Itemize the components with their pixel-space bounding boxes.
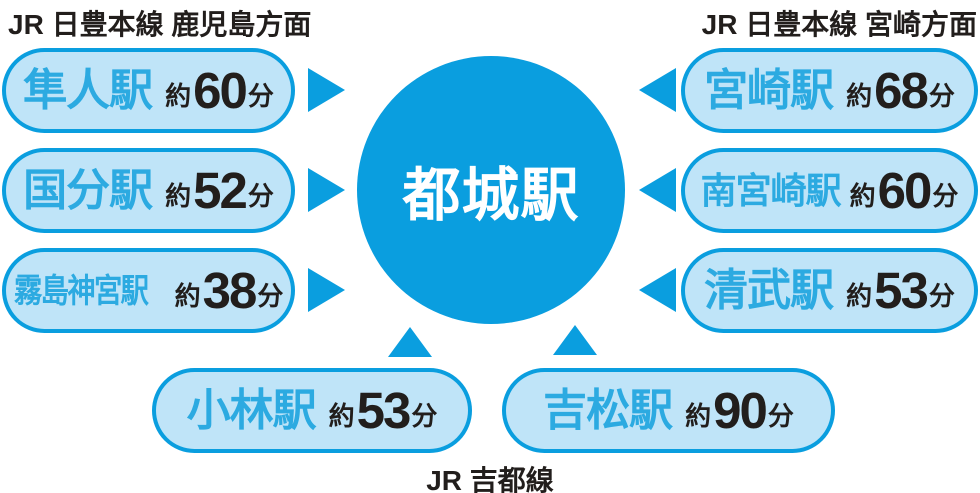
minutes-unit: 分	[411, 401, 438, 431]
station-name: 南宮崎駅	[700, 169, 842, 211]
travel-time: 約 52 分	[165, 165, 274, 216]
travel-time: 約 38 分	[175, 265, 284, 316]
center-station-circle: 都城駅	[357, 56, 625, 324]
approx-prefix: 約	[328, 401, 355, 431]
arrow-right-icon	[308, 68, 345, 112]
travel-time: 約 53 分	[846, 265, 955, 316]
approx-prefix: 約	[165, 81, 192, 111]
travel-time: 約 60 分	[165, 65, 274, 116]
travel-minutes: 68	[874, 62, 929, 119]
station-name: 霧島神宮駅	[13, 272, 149, 309]
approx-prefix: 約	[849, 181, 876, 211]
line-label-kitto: JR 吉都線	[426, 465, 554, 493]
arrow-left-icon	[639, 68, 676, 112]
minutes-unit: 分	[928, 81, 955, 111]
minutes-unit: 分	[928, 281, 955, 311]
station-name: 国分駅	[23, 165, 153, 215]
minutes-unit: 分	[247, 81, 274, 111]
station-pill-kirishimajingu: 霧島神宮駅 約 38 分	[2, 248, 295, 333]
travel-minutes: 53	[874, 262, 929, 319]
station-pill-miyazaki: 宮崎駅 約 68 分	[681, 48, 978, 133]
arrow-up-icon	[388, 327, 432, 357]
arrow-right-icon	[308, 168, 345, 212]
station-pill-hayato: 隼人駅 約 60 分	[2, 48, 295, 133]
station-pill-kiyotake: 清武駅 約 53 分	[681, 248, 978, 333]
arrow-right-icon	[308, 268, 345, 312]
travel-time: 約 53 分	[329, 385, 438, 436]
station-pill-yoshimatsu: 吉松駅 約 90 分	[502, 368, 835, 453]
arrow-up-icon	[553, 325, 597, 355]
center-station-name: 都城駅	[402, 163, 580, 228]
travel-minutes: 52	[193, 162, 248, 219]
station-name: 吉松駅	[543, 385, 673, 435]
minutes-unit: 分	[257, 281, 284, 311]
station-name: 小林駅	[186, 385, 317, 435]
station-pill-minamimiyazaki: 南宮崎駅 約 60 分	[681, 148, 978, 233]
station-name: 宮崎駅	[704, 65, 834, 115]
minutes-unit: 分	[932, 181, 959, 211]
travel-minutes: 90	[713, 382, 768, 439]
approx-prefix: 約	[846, 81, 873, 111]
travel-time: 約 90 分	[685, 385, 794, 436]
station-pill-kokubu: 国分駅 約 52 分	[2, 148, 295, 233]
travel-time: 約 60 分	[850, 165, 959, 216]
line-label-nippo-miyazaki: JR 日豊本線 宮崎方面	[701, 9, 977, 40]
station-pill-kobayashi: 小林駅 約 53 分	[152, 368, 472, 453]
minutes-unit: 分	[767, 401, 794, 431]
travel-minutes: 60	[877, 162, 933, 219]
minutes-unit: 分	[247, 181, 274, 211]
approx-prefix: 約	[165, 181, 192, 211]
station-name: 清武駅	[704, 265, 834, 315]
travel-minutes: 38	[202, 262, 258, 319]
travel-time: 約 68 分	[846, 65, 955, 116]
travel-minutes: 53	[356, 382, 412, 439]
station-name: 隼人駅	[23, 65, 153, 115]
arrow-left-icon	[639, 268, 676, 312]
arrow-left-icon	[639, 168, 676, 212]
line-label-nippo-kagoshima: JR 日豊本線 鹿児島方面	[8, 9, 312, 40]
approx-prefix: 約	[685, 401, 712, 431]
approx-prefix: 約	[846, 281, 873, 311]
approx-prefix: 約	[174, 281, 201, 311]
travel-minutes: 60	[193, 62, 248, 119]
